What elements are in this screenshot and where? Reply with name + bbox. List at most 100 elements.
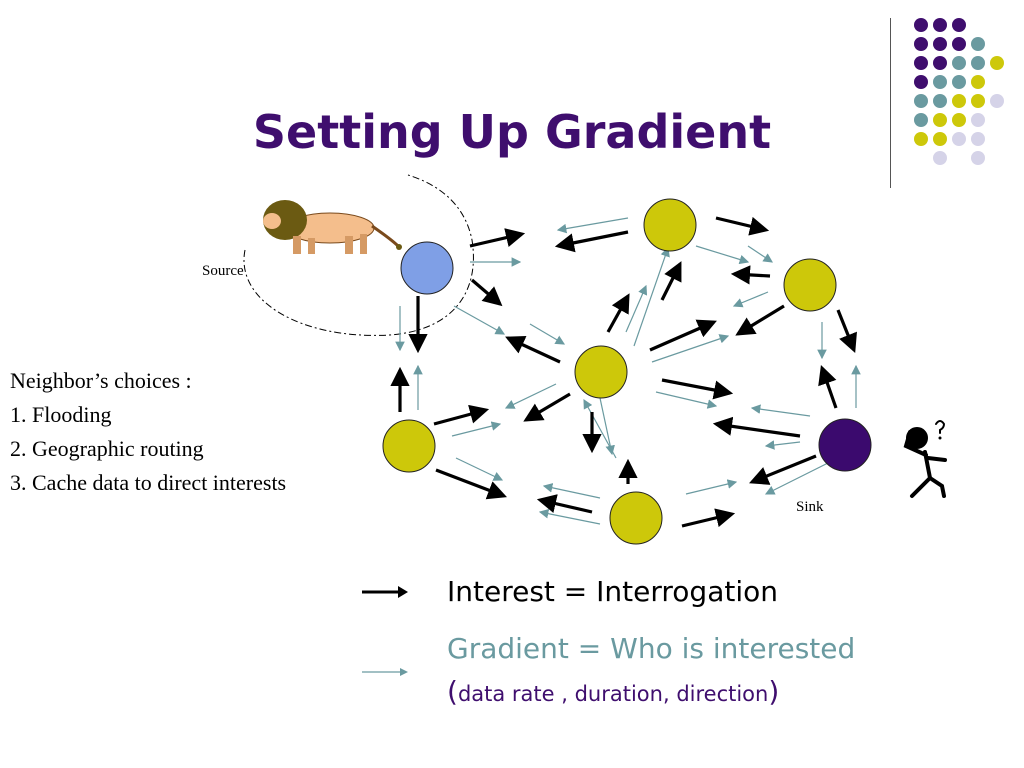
gradient-arrow (651, 334, 730, 363)
decor-dot (952, 94, 966, 108)
interest-arrow (469, 228, 526, 248)
source-node (400, 241, 454, 295)
node (382, 419, 436, 473)
decor-dot (971, 94, 985, 108)
decor-dot (933, 113, 947, 127)
interest-arrow (730, 265, 771, 285)
decor-dot (971, 75, 985, 89)
decor-dot (933, 37, 947, 51)
interest-arrow (470, 278, 503, 307)
interest-arrow (818, 364, 838, 409)
node (574, 345, 628, 399)
interest-arrow (681, 508, 736, 528)
decor-dot (971, 132, 985, 146)
gradient-arrow (538, 508, 601, 525)
legend-gradient-details: (data rate , duration, direction) (447, 675, 779, 708)
paren-open: ( (447, 675, 458, 708)
gradient-arrow (747, 245, 773, 263)
thinking-person-icon (903, 420, 947, 498)
interest-arrow (649, 319, 717, 352)
gradient-arrow (455, 457, 504, 481)
decor-dot (914, 56, 928, 70)
gradient-arrow (583, 398, 617, 459)
interest-arrow (523, 392, 571, 422)
gradient-arrow (750, 404, 811, 417)
node (783, 258, 837, 312)
interest-arrow (435, 468, 507, 500)
interest-arrow (715, 216, 770, 236)
gradient-arrow (451, 421, 502, 437)
node (643, 198, 697, 252)
decor-dot (914, 75, 928, 89)
choices-heading: Neighbor’s choices : (10, 368, 192, 393)
source-range-boundary (243, 174, 474, 336)
gradient-arrow (685, 479, 738, 495)
slide-title: Setting Up Gradient (252, 105, 772, 159)
interest-arrow (554, 230, 629, 253)
legend-interest-arrow (362, 586, 408, 598)
paren-close: ) (768, 675, 780, 708)
decor-dot (952, 75, 966, 89)
decor-dot (933, 56, 947, 70)
decor-dot (914, 113, 928, 127)
decor-dot (971, 151, 985, 165)
gradient-arrow (764, 461, 831, 495)
decor-dot (933, 94, 947, 108)
source-label: Source (202, 263, 244, 279)
choice-item: 1. Flooding (10, 402, 112, 427)
gradient-arrow (625, 284, 648, 333)
decor-dot (990, 56, 1004, 70)
choice-item: 2. Geographic routing (10, 436, 204, 461)
gradient-arrow (529, 323, 566, 345)
gradient-arrow (599, 397, 615, 456)
interest-arrow (660, 261, 682, 301)
decor-dot (914, 132, 928, 146)
decor-dot (933, 132, 947, 146)
gradient-arrow (542, 483, 601, 499)
decor-dot (914, 94, 928, 108)
decor-dot (914, 37, 928, 51)
gradient-arrow (732, 291, 769, 308)
decor-dot (971, 56, 985, 70)
decor-dot (971, 113, 985, 127)
arrows-layer (390, 216, 861, 528)
details-text: data rate , duration, direction (457, 682, 769, 706)
interest-arrow (505, 335, 561, 364)
interest-arrow (735, 304, 785, 336)
legend-gradient-label: Gradient = Who is interested (447, 632, 856, 665)
interest-arrow (606, 293, 630, 333)
gradient-arrow (453, 305, 506, 335)
decor-dot (933, 18, 947, 32)
gradient-arrow (764, 440, 801, 450)
decor-dot (952, 56, 966, 70)
choice-item: 3. Cache data to direct interests (10, 470, 287, 495)
neighbor-choices: Neighbor’s choices : 1. Flooding 2. Geog… (10, 364, 286, 500)
decor-dot (971, 37, 985, 51)
decor-dot (952, 113, 966, 127)
decor-dot (914, 18, 928, 32)
gradient-arrow (633, 246, 670, 347)
interest-arrow (433, 404, 490, 426)
lion-icon (263, 200, 402, 254)
gradient-arrow (556, 217, 629, 234)
interest-arrow (749, 454, 817, 485)
interest-arrow (836, 309, 857, 353)
decor-dot (952, 132, 966, 146)
decor-dot (990, 94, 1004, 108)
decor-dot (952, 37, 966, 51)
sink-label: Sink (796, 499, 824, 515)
gradient-arrow (695, 245, 750, 265)
gradient-arrow (655, 391, 718, 409)
decor-dot (933, 151, 947, 165)
decor-dot (933, 75, 947, 89)
interest-arrow (536, 494, 593, 514)
interest-arrow (661, 378, 734, 400)
legend-gradient-arrow (362, 668, 408, 676)
divider-line (890, 18, 891, 188)
sink-node (818, 418, 872, 472)
gradient-arrow (504, 383, 557, 409)
legend-interest-label: Interest = Interrogation (447, 575, 778, 608)
decor-dot (952, 18, 966, 32)
